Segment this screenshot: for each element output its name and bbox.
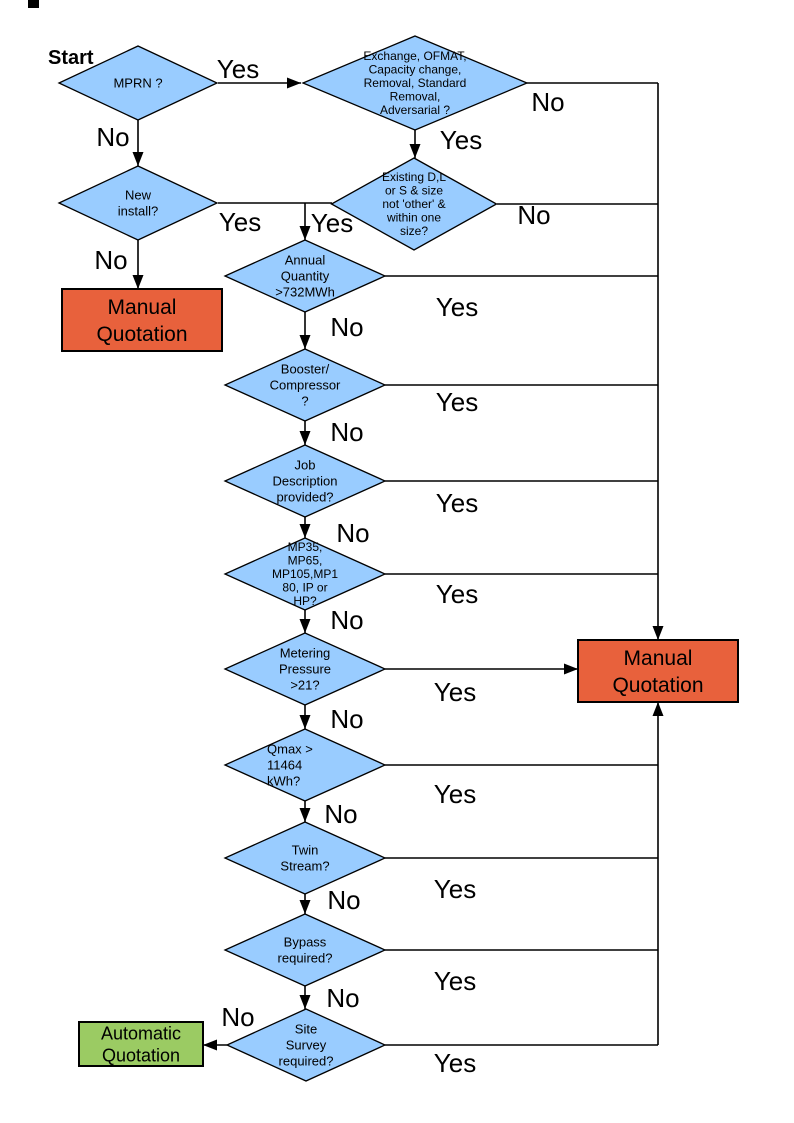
decision-job-description: [223, 444, 387, 518]
edge-label-mp-pressure-tier-no: No: [330, 605, 363, 635]
arrowhead-spine-top: [652, 626, 664, 640]
arrowhead-mp-pressure-tier-no: [299, 619, 311, 633]
arrowhead-qmax-no: [299, 808, 311, 822]
edge-label-qmax-no: No: [324, 799, 357, 829]
edge-label-twin-stream-no: No: [327, 885, 360, 915]
arrowhead-bypass-required-no: [299, 995, 311, 1009]
edge-label-mp-pressure-tier-yes: Yes: [436, 579, 478, 609]
arrowhead-metering-pressure-no: [299, 715, 311, 729]
edge-label-metering-pressure-no: No: [330, 704, 363, 734]
edge-label-new-install-yes: Yes: [219, 207, 261, 237]
edge-label-annual-quantity-yes: Yes: [436, 292, 478, 322]
edge-label-bypass-required-yes: Yes: [434, 966, 476, 996]
decision-twin-stream: [223, 821, 387, 895]
edge-label-annual-quantity-no: No: [330, 312, 363, 342]
arrowhead-annual-quantity-no: [299, 335, 311, 349]
arrowhead-new-install-no: [132, 275, 144, 289]
edge-label-new-install-no: No: [94, 245, 127, 275]
edge-label-exchange-type-no: No: [531, 87, 564, 117]
arrowhead-booster-compressor-no: [299, 431, 311, 445]
edge-label-mprn-no: No: [96, 122, 129, 152]
edge-label-booster-compressor-yes: Yes: [436, 387, 478, 417]
arrowhead-spine-bottom: [652, 702, 664, 716]
decision-metering-pressure: [223, 632, 387, 706]
arrowhead-mprn-yes: [287, 77, 301, 89]
arrowhead-metering-pressure-yes: [564, 663, 578, 675]
arrowhead-existing-size-yes: [299, 226, 311, 240]
process-manual-quotation-right: [577, 639, 739, 703]
edge-label-mprn-yes: Yes: [217, 54, 259, 84]
edge-label-site-survey-no: No: [221, 1002, 254, 1032]
decision-label-booster-compressor: Booster/Compressor?: [270, 362, 341, 409]
arrowhead-site-survey-no: [203, 1039, 217, 1051]
decision-exchange-type: [301, 35, 529, 131]
edge-label-qmax-yes: Yes: [434, 779, 476, 809]
start-label: Start: [48, 47, 94, 69]
edge-label-metering-pressure-yes: Yes: [434, 677, 476, 707]
arrowhead-twin-stream-no: [299, 900, 311, 914]
edge-label-job-description-yes: Yes: [436, 488, 478, 518]
arrowhead-mprn-no: [132, 152, 144, 166]
edge-label-twin-stream-yes: Yes: [434, 874, 476, 904]
decision-bypass-required: [223, 913, 387, 987]
decision-existing-size: [330, 157, 498, 251]
edge-label-existing-size-yes: Yes: [311, 208, 353, 238]
process-automatic-quotation: [78, 1021, 204, 1067]
arrowhead-job-description-no: [299, 524, 311, 538]
decision-annual-quantity: [223, 239, 387, 313]
page-corner-mark: [28, 0, 39, 8]
edge-label-booster-compressor-no: No: [330, 417, 363, 447]
decision-site-survey-required: [225, 1008, 387, 1082]
decision-mprn: [57, 45, 219, 121]
decision-mp-pressure-tier: [223, 537, 387, 611]
decision-qmax: [223, 728, 387, 802]
decision-new-install: [57, 165, 219, 241]
edge-label-job-description-no: No: [336, 518, 369, 548]
edge-label-existing-size-no: No: [517, 200, 550, 230]
decision-label-exchange-type: Exchange, OFMAT,Capacity change,Removal,…: [363, 49, 466, 117]
edge-label-site-survey-yes: Yes: [434, 1048, 476, 1078]
process-manual-quotation-left: [61, 288, 223, 352]
decision-label-mprn: MPRN ?: [113, 76, 162, 91]
edge-label-bypass-required-no: No: [326, 983, 359, 1013]
decision-booster-compressor: [223, 348, 387, 422]
arrowhead-exchange-type-yes: [409, 144, 421, 158]
edge-label-exchange-type-yes: Yes: [440, 125, 482, 155]
